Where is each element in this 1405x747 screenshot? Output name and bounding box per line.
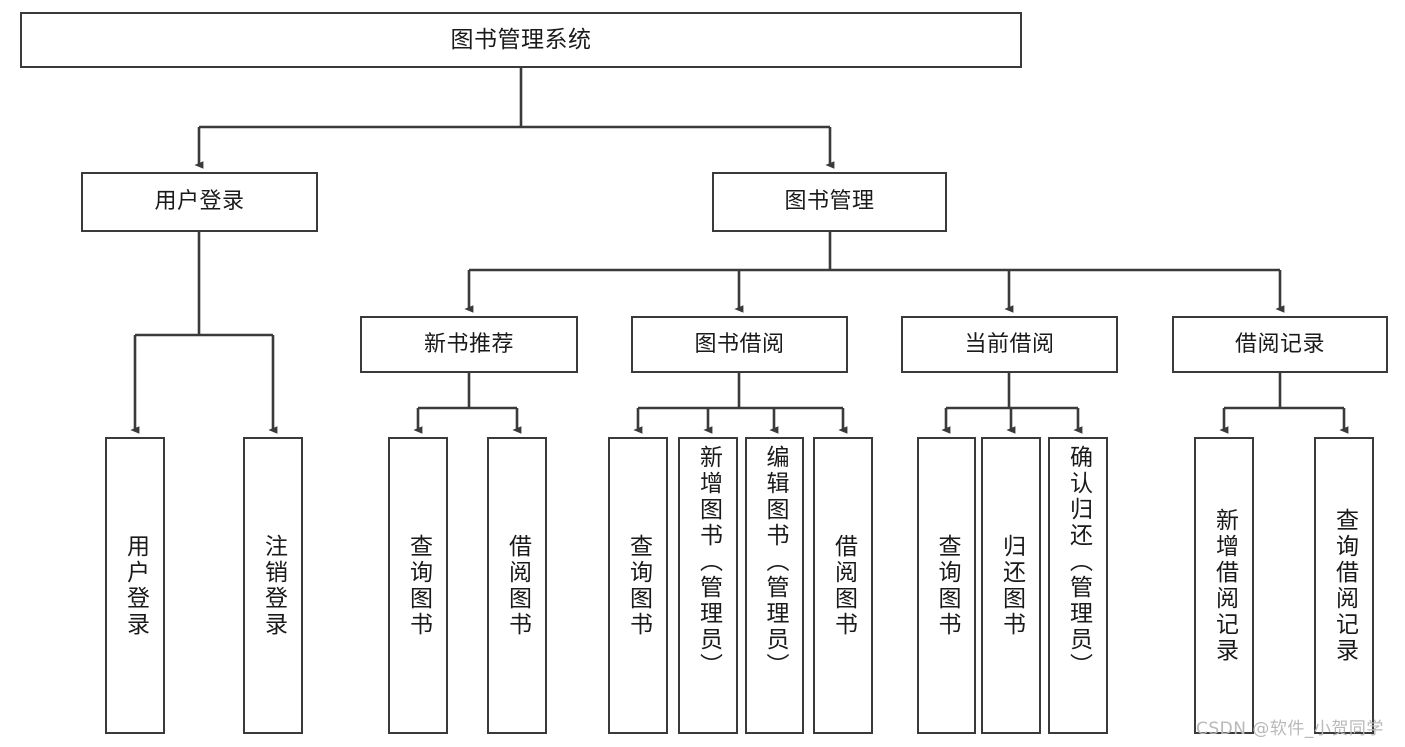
node-root[interactable]: 图书管理系统 <box>20 12 1022 68</box>
leaf-query-book-cur-label: 查询图书 <box>934 533 960 638</box>
node-borrow-record-label: 借阅记录 <box>1234 331 1325 357</box>
leaf-edit-book-label: 编辑图书（管理员） <box>762 445 788 679</box>
leaf-edit-book[interactable]: 编辑图书（管理员） <box>745 437 804 734</box>
leaf-query-record[interactable]: 查询借阅记录 <box>1314 437 1374 734</box>
leaf-add-book[interactable]: 新增图书（管理员） <box>678 437 738 734</box>
leaf-logout[interactable]: 注销登录 <box>243 437 303 734</box>
node-book-borrow-label: 图书借阅 <box>694 331 785 357</box>
node-book-borrow[interactable]: 图书借阅 <box>631 316 848 373</box>
leaf-borrow-book-rec-label: 借阅图书 <box>504 533 531 638</box>
node-new-book-rec[interactable]: 新书推荐 <box>360 316 578 373</box>
leaf-query-book-rec-label: 查询图书 <box>405 533 432 638</box>
node-new-book-rec-label: 新书推荐 <box>423 331 514 357</box>
leaf-query-record-label: 查询借阅记录 <box>1331 507 1358 664</box>
leaf-confirm-return[interactable]: 确认归还（管理员） <box>1048 437 1108 734</box>
node-current-borrow[interactable]: 当前借阅 <box>901 316 1118 373</box>
leaf-borrow-book-rec[interactable]: 借阅图书 <box>487 437 547 734</box>
node-user-login[interactable]: 用户登录 <box>81 172 318 232</box>
node-book-manage[interactable]: 图书管理 <box>712 172 947 232</box>
leaf-add-record[interactable]: 新增借阅记录 <box>1194 437 1254 734</box>
leaf-borrow-book-label: 借阅图书 <box>830 533 857 638</box>
leaf-add-book-label: 新增图书（管理员） <box>695 445 722 679</box>
leaf-query-book-rec[interactable]: 查询图书 <box>388 437 448 734</box>
leaf-return-book[interactable]: 归还图书 <box>981 437 1041 734</box>
node-user-login-label: 用户登录 <box>154 189 245 215</box>
node-borrow-record[interactable]: 借阅记录 <box>1172 316 1388 373</box>
leaf-logout-label: 注销登录 <box>260 533 287 638</box>
leaf-user-login[interactable]: 用户登录 <box>105 437 165 734</box>
leaf-query-book-borrow[interactable]: 查询图书 <box>608 437 668 734</box>
node-book-manage-label: 图书管理 <box>784 189 875 215</box>
leaf-confirm-return-label: 确认归还（管理员） <box>1065 445 1092 679</box>
leaf-query-book-cur[interactable]: 查询图书 <box>917 437 976 734</box>
leaf-user-login-label: 用户登录 <box>122 533 149 638</box>
leaf-query-book-borrow-label: 查询图书 <box>625 533 652 638</box>
leaf-add-record-label: 新增借阅记录 <box>1211 507 1238 664</box>
leaf-return-book-label: 归还图书 <box>998 533 1025 638</box>
node-current-borrow-label: 当前借阅 <box>964 331 1055 357</box>
csdn-watermark: CSDN @软件_小贺同学 <box>1196 719 1384 739</box>
node-root-label: 图书管理系统 <box>450 26 592 53</box>
leaf-borrow-book[interactable]: 借阅图书 <box>813 437 873 734</box>
